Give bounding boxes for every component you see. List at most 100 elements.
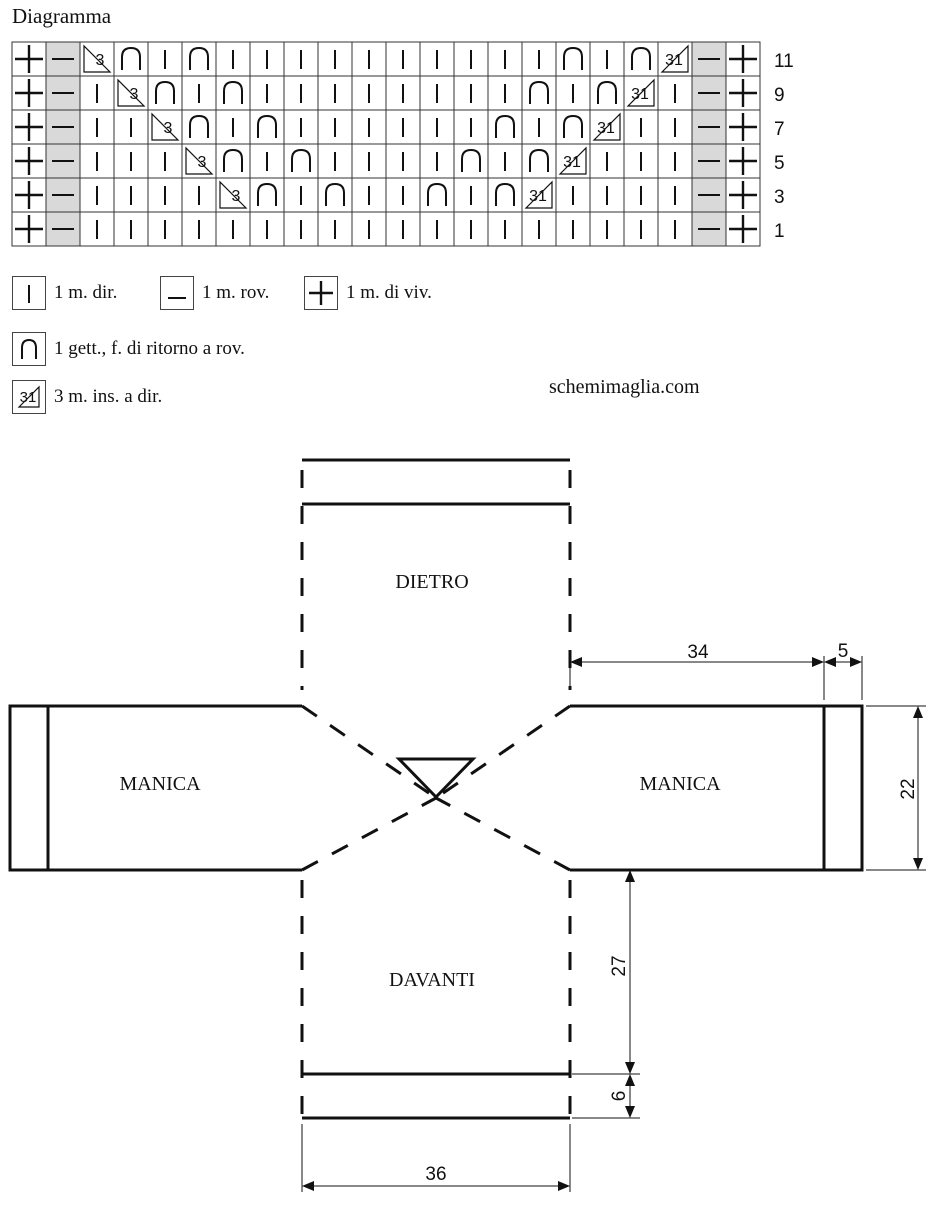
k3tog-symbol-icon: 31 [12,380,46,414]
svg-text:31: 31 [529,188,547,205]
svg-text:3: 3 [96,52,105,69]
chart-cell-purl [691,109,727,145]
legend-item-yarn-over: 1 gett., f. di ritorno a rov. [12,332,245,366]
chart-cell-yo [589,75,625,111]
chart-cell-knit [351,109,387,145]
front-label: DAVANTI [389,969,475,991]
legend-item-selvedge: 1 m. di viv. [304,276,432,310]
chart-cell-knit [351,211,387,247]
dim-rib: 6 [609,1091,630,1102]
chart-cell-knit [283,109,319,145]
legend-item-purl: 1 m. rov. [160,276,269,310]
chart-cell-knit [453,75,489,111]
chart-cell-knit [385,143,421,179]
chart-cell-knit [419,211,455,247]
chart-cell-knit [487,211,523,247]
chart-cell-purl [691,211,727,247]
chart-cell-knit [657,177,693,213]
right-sleeve-outline [570,704,864,872]
svg-text:31: 31 [597,120,615,137]
yarn-over-symbol-icon [12,332,46,366]
row-number-label: 11 [774,51,794,72]
chart-cell-knit [487,143,523,179]
diagonal-right-top [435,704,571,800]
chart-cell-knit [317,41,353,77]
chart-row [11,211,761,247]
chart-cell-purl [45,75,81,111]
chart-cell-selv [725,211,761,247]
diagonal-left-top [301,704,437,800]
legend-item-knit: 1 m. dir. [12,276,117,310]
row-number-label: 1 [774,221,785,242]
svg-text:3: 3 [198,154,207,171]
chart-cell-knit [79,109,115,145]
chart-cell-knit [317,109,353,145]
chart-cell-knit [181,211,217,247]
chart-cell-knit [113,211,149,247]
chart-cell-selv [11,177,47,213]
chart-cell-sk3: 31 [623,75,659,111]
dim-sleeve-length: 34 [687,642,709,663]
chart-cell-knit [521,41,557,77]
chart-cell-knit [623,109,659,145]
chart-cell-knit [385,109,421,145]
row-number-label: 7 [774,119,785,140]
chart-cell-knit [623,211,659,247]
dim-front-length: 27 [609,955,630,976]
chart-row: 3 31 [11,41,761,77]
row-number-label: 3 [774,187,785,208]
chart-cell-yo [215,75,251,111]
diagonal-right-bottom [435,796,571,872]
svg-text:31: 31 [20,389,37,406]
dim-cuff: 5 [838,641,849,662]
right-sleeve-label: MANICA [639,773,721,795]
chart-cell-purl [691,177,727,213]
chart-cell-sk3: 31 [555,143,591,179]
chart-cell-knit [657,143,693,179]
chart-cell-selv [11,41,47,77]
svg-text:31: 31 [665,52,683,69]
chart-cell-knit [215,41,251,77]
chart-cell-yo [555,109,591,145]
chart-cell-knit [657,211,693,247]
chart-cell-knit [317,211,353,247]
chart-cell-purl [691,41,727,77]
chart-cell-selv [725,143,761,179]
chart-cell-knit [147,41,183,77]
chart-cell-knit [589,177,625,213]
chart-cell-yo [521,143,557,179]
chart-cell-knit [317,75,353,111]
svg-text:31: 31 [563,154,581,171]
diagonal-left-bottom [301,796,437,872]
chart-cell-knit [555,211,591,247]
chart-cell-knit [589,211,625,247]
chart-cell-purl [45,211,81,247]
chart-cell-yo [317,177,353,213]
chart-cell-knit [351,143,387,179]
chart-cell-selv [725,177,761,213]
svg-text:3: 3 [232,188,241,205]
chart-cell-sk3: 31 [657,41,693,77]
chart-cell-sk3: 31 [521,177,557,213]
legend-label-k3tog: 3 m. ins. a dir. [54,386,163,407]
chart-cell-selv [725,75,761,111]
chart-cell-purl [45,177,81,213]
dim-width: 36 [425,1164,446,1185]
neck-triangle [395,757,477,800]
chart-row: 3 31 [11,143,761,179]
row-number-label: 5 [774,153,785,174]
legend-label-purl: 1 m. rov. [202,282,270,303]
chart-cell-yo [487,177,523,213]
chart-cell-knit [385,211,421,247]
chart-cell-knit [385,41,421,77]
chart-cell-knit [453,41,489,77]
chart-cell-knit [453,177,489,213]
selvedge-symbol-icon [304,276,338,310]
chart-cell-yo [215,143,251,179]
row-number-label: 9 [774,85,785,106]
back-label: DIETRO [395,571,468,593]
chart-cell-purl [45,143,81,179]
chart-cell-knit [419,109,455,145]
chart-cell-knit [147,211,183,247]
